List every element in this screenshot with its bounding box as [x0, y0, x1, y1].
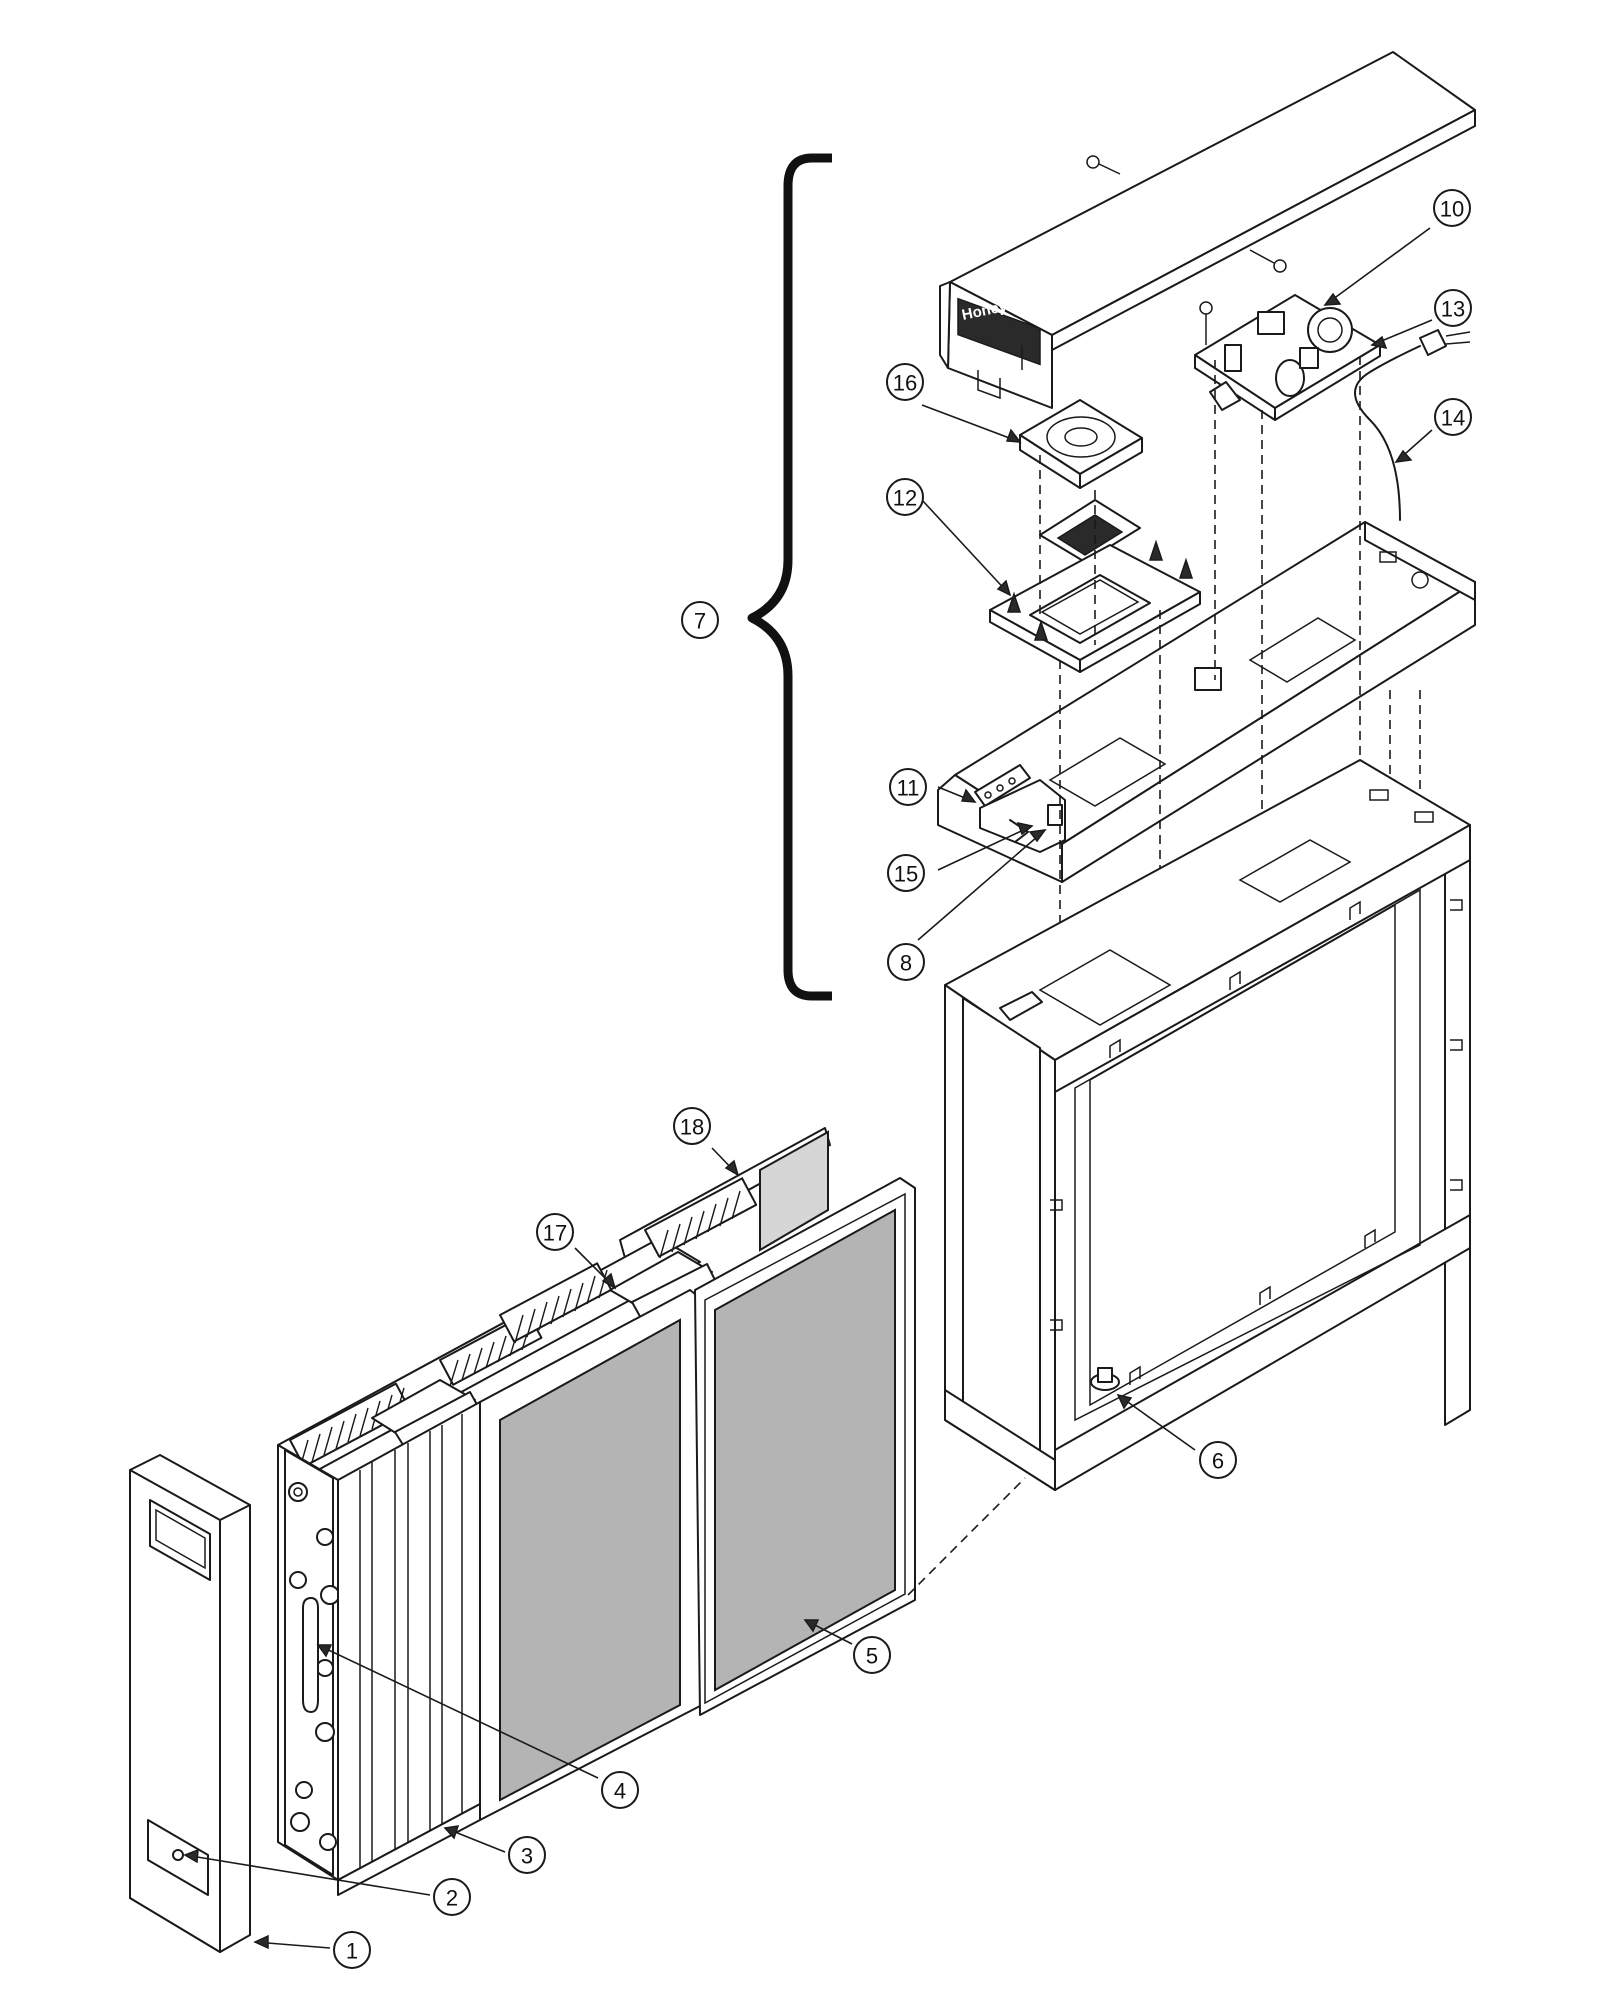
callout-11: 11 — [889, 768, 927, 806]
install-line — [907, 1477, 1026, 1596]
callout-18: 18 — [673, 1107, 711, 1145]
callout-14: 14 — [1434, 398, 1472, 436]
power-board — [1194, 294, 1381, 421]
callout-10: 10 — [1433, 189, 1471, 227]
callout-3: 3 — [508, 1836, 546, 1874]
callout-1: 1 — [333, 1931, 371, 1969]
callout-label: 1 — [346, 1939, 358, 1964]
access-door — [129, 1454, 251, 1953]
fan — [1019, 399, 1143, 489]
callout-label: 16 — [893, 371, 917, 396]
bolt-icon — [288, 1482, 340, 1851]
assembly-brace — [747, 153, 832, 1001]
callout-7: 7 — [681, 601, 719, 639]
callout-6: 6 — [1199, 1441, 1237, 1479]
filter-5 — [694, 1177, 916, 1716]
callout-2: 2 — [433, 1878, 471, 1916]
callout-5: 5 — [853, 1636, 891, 1674]
callout-8: 8 — [887, 943, 925, 981]
screw-icon — [1086, 155, 1287, 345]
callout-label: 8 — [900, 951, 912, 976]
power-cord — [1354, 329, 1471, 521]
callout-label: 18 — [680, 1115, 704, 1140]
callout-label: 12 — [893, 486, 917, 511]
callout-label: 14 — [1441, 406, 1465, 431]
callout-4: 4 — [601, 1771, 639, 1809]
callout-label: 13 — [1441, 297, 1465, 322]
callout-label: 3 — [521, 1844, 533, 1869]
collector-coils — [288, 1177, 758, 1469]
callout-label: 17 — [543, 1221, 567, 1246]
callout-label: 7 — [694, 609, 706, 634]
callout-label: 15 — [894, 862, 918, 887]
callout-16: 16 — [886, 363, 924, 401]
callout-label: 2 — [446, 1886, 458, 1911]
callout-13: 13 — [1434, 289, 1472, 327]
callout-17: 17 — [536, 1213, 574, 1251]
callout-15: 15 — [887, 854, 925, 892]
leader-lines — [183, 227, 1433, 1950]
callout-12: 12 — [886, 478, 924, 516]
top-cover: Honeywell — [939, 51, 1476, 409]
callout-label: 4 — [614, 1779, 626, 1804]
callout-label: 5 — [866, 1644, 878, 1669]
cabinet — [944, 759, 1471, 1491]
callout-label: 6 — [1212, 1449, 1224, 1474]
callout-label: 10 — [1440, 197, 1464, 222]
cell-assembly — [277, 1177, 758, 1896]
callout-label: 11 — [897, 776, 920, 801]
